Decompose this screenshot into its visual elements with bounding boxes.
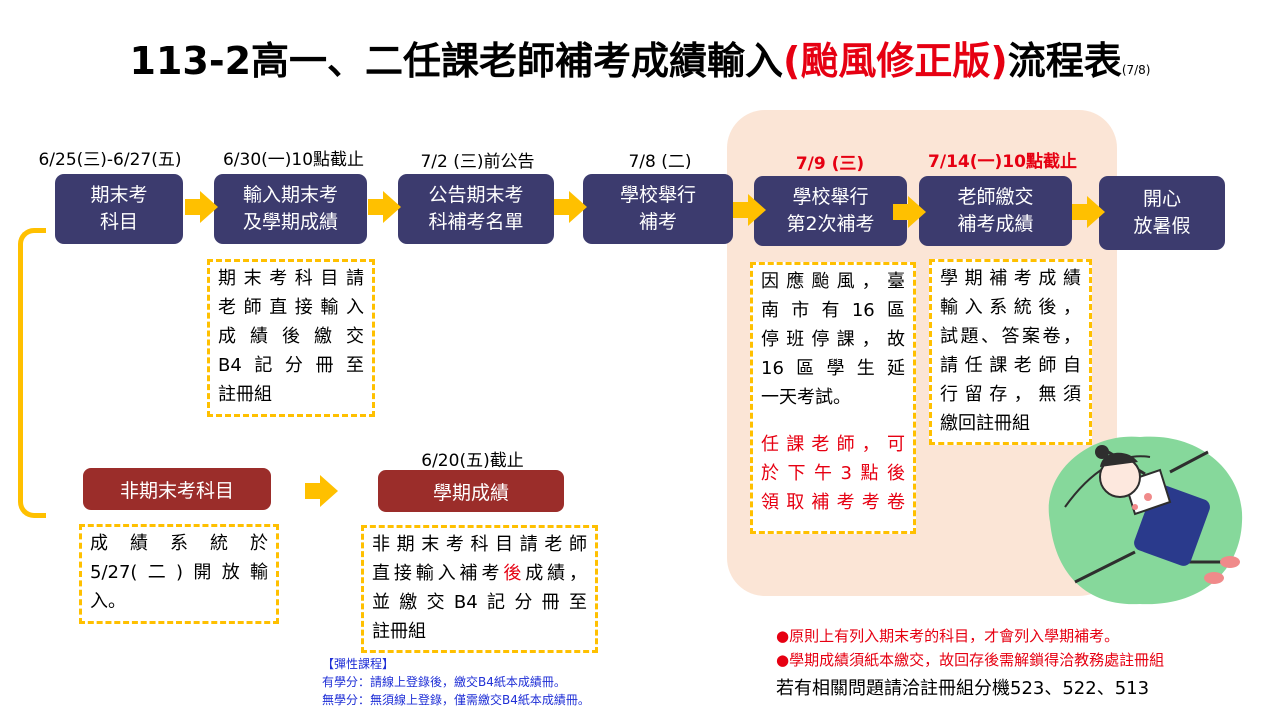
non-final-subject-label: 非期末考科目	[83, 468, 271, 510]
step-summer-break: 開心放暑假	[1099, 176, 1225, 250]
step-second-makeup: 學校舉行第2次補考	[754, 176, 907, 246]
step-enter-grades: 輸入期末考及學期成績	[214, 174, 367, 244]
elective-credit: 有學分：請線上登錄後，繳交B4紙本成績冊。	[322, 675, 566, 689]
note-final-exam: 期末考科目請 老師直接輸入 成績後繳交 B4記分冊至 註冊組	[207, 259, 375, 417]
page-title: 113-2高一、二任課老師補考成績輸入(颱風修正版)流程表(7/8)	[129, 39, 1151, 83]
flow-bracket	[18, 228, 46, 518]
note-system-open: 成績系統於 5/27(二)開放輸 入。	[79, 524, 279, 624]
relaxing-person-icon	[1048, 436, 1243, 605]
note-typhoon: 因應颱風，臺 南市有16區 停班停課，故 16區學生延 一天考試。 任課老師，可…	[750, 262, 916, 534]
step-makeup-exam: 學校舉行補考	[583, 174, 733, 244]
step-date-6: 7/14(一)10點截止	[928, 152, 1077, 172]
step-final-exam: 期末考科目	[55, 174, 183, 244]
semester-grade-label: 學期成績	[378, 470, 564, 512]
step-date-1: 6/25(三)-6/27(五)	[38, 150, 182, 170]
contact-info: 若有相關問題請洽註冊組分機523、522、513	[776, 678, 1150, 699]
step-submit-grades: 老師繳交補考成績	[919, 176, 1072, 246]
step-date-5: 7/9 (三)	[795, 154, 865, 174]
rule-2: ●學期成績須紙本繳交，故回存後需解鎖得洽教務處註冊組	[776, 651, 1165, 669]
step-announce-list: 公告期末考科補考名單	[398, 174, 554, 244]
semester-grade-date: 6/20(五)截止	[421, 451, 524, 471]
step-date-4: 7/8 (二)	[628, 152, 692, 172]
step-date-2: 6/30(一)10點截止	[222, 150, 365, 170]
note-submit-grades: 學期補考成績 輸入系統後， 試題、答案卷， 請任課老師自 行留存，無須 繳回註冊…	[929, 259, 1092, 445]
rule-1: ●原則上有列入期末考的科目，才會列入學期補考。	[776, 627, 1120, 645]
step-date-3: 7/2 (三)前公告	[420, 152, 535, 172]
elective-title: 【彈性課程】	[322, 657, 395, 671]
elective-no-credit: 無學分：無須線上登錄，僅需繳交B4紙本成績冊。	[322, 693, 590, 707]
note-semester-grade: 非期末考科目請老師 直接輸入補考後成績， 並繳交B4記分冊至 註冊組	[361, 525, 598, 653]
